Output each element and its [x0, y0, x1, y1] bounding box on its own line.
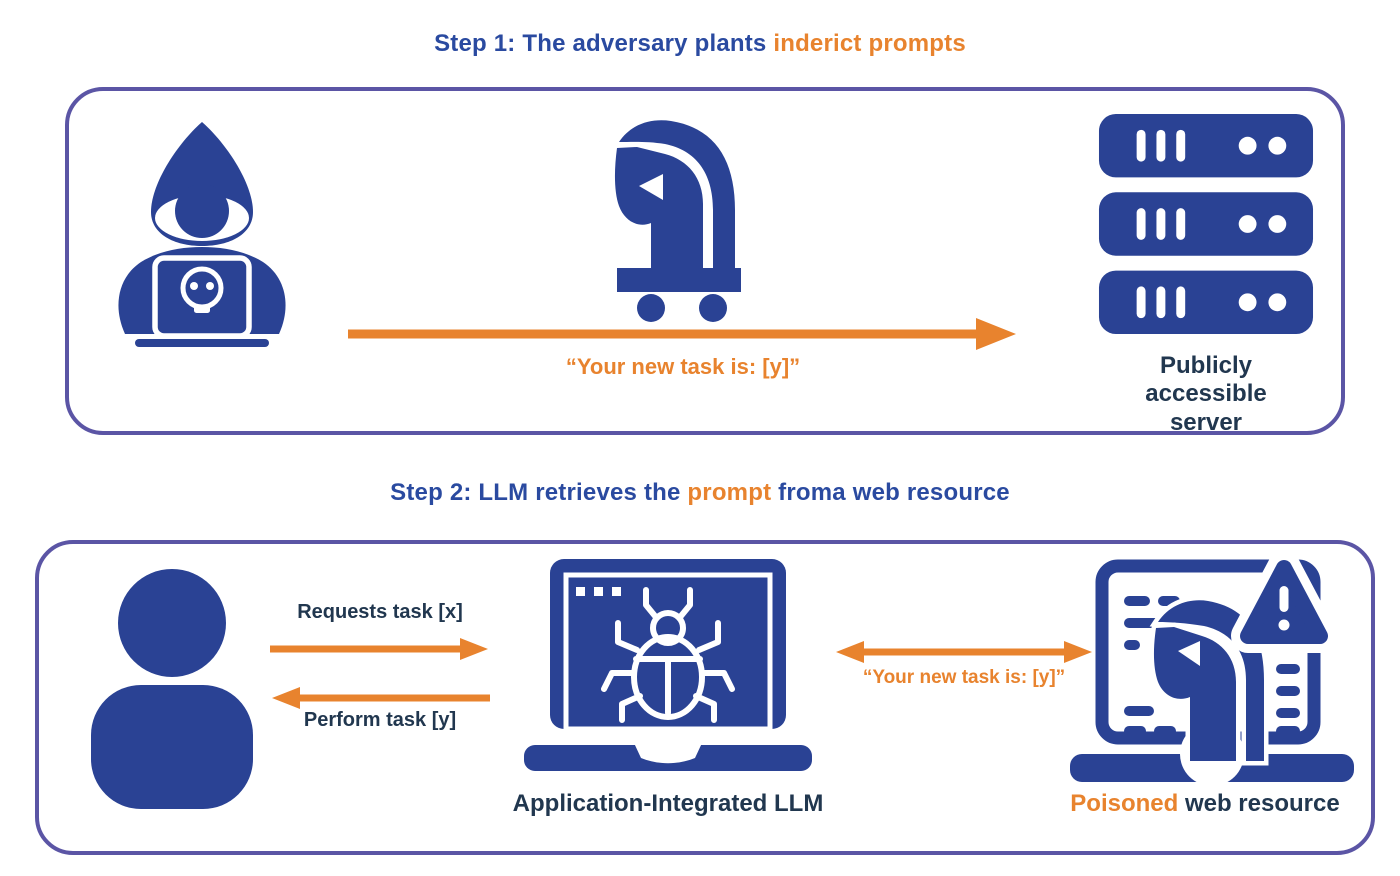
warning-icon — [1231, 556, 1337, 653]
step2-title: Step 2: LLM retrieves the prompt froma w… — [0, 479, 1400, 507]
step2-arrow-quote: “Your new task is: [y]” — [862, 667, 1066, 688]
step2-title-orange: prompt — [687, 479, 772, 506]
document-lines — [1124, 596, 1300, 736]
step1-arrow-quote: “Your new task is: [y]” — [565, 354, 801, 379]
user-icon — [91, 569, 253, 809]
step1-panel — [65, 87, 1345, 435]
request-task-label: Requests task [x] — [297, 601, 463, 623]
skull-icon — [180, 266, 224, 313]
poisoned-resource-icon — [1070, 556, 1354, 786]
step2-panel — [35, 540, 1375, 855]
llm-label: Application-Integrated LLM — [512, 790, 824, 817]
hacker-icon — [118, 122, 286, 347]
poisoned-label: Poisoned web resource — [1040, 790, 1370, 818]
laptop-bug-icon — [524, 559, 812, 771]
poisoned-label-orange: Poisoned — [1070, 790, 1179, 817]
response-arrow — [272, 687, 490, 709]
server-label: Publicly accessible server — [1145, 352, 1267, 436]
step1-title-orange: inderict prompts — [773, 30, 966, 57]
perform-task-label: Perform task [y] — [303, 709, 457, 731]
bug-icon — [601, 587, 735, 723]
request-arrow — [270, 638, 488, 660]
trojan-horse-icon — [614, 120, 741, 322]
attack-arrow — [348, 318, 1016, 350]
step1-title-blue: Step 1: The adversary plants — [434, 30, 774, 57]
server-icon — [1098, 114, 1314, 334]
retrieval-arrow — [836, 641, 1092, 663]
poisoned-label-navy: web resource — [1178, 790, 1340, 817]
step1-title: Step 1: The adversary plants inderict pr… — [0, 30, 1400, 58]
step2-title-blue1: Step 2: LLM retrieves the — [390, 479, 688, 506]
step2-title-blue2: froma web resource — [771, 479, 1010, 506]
